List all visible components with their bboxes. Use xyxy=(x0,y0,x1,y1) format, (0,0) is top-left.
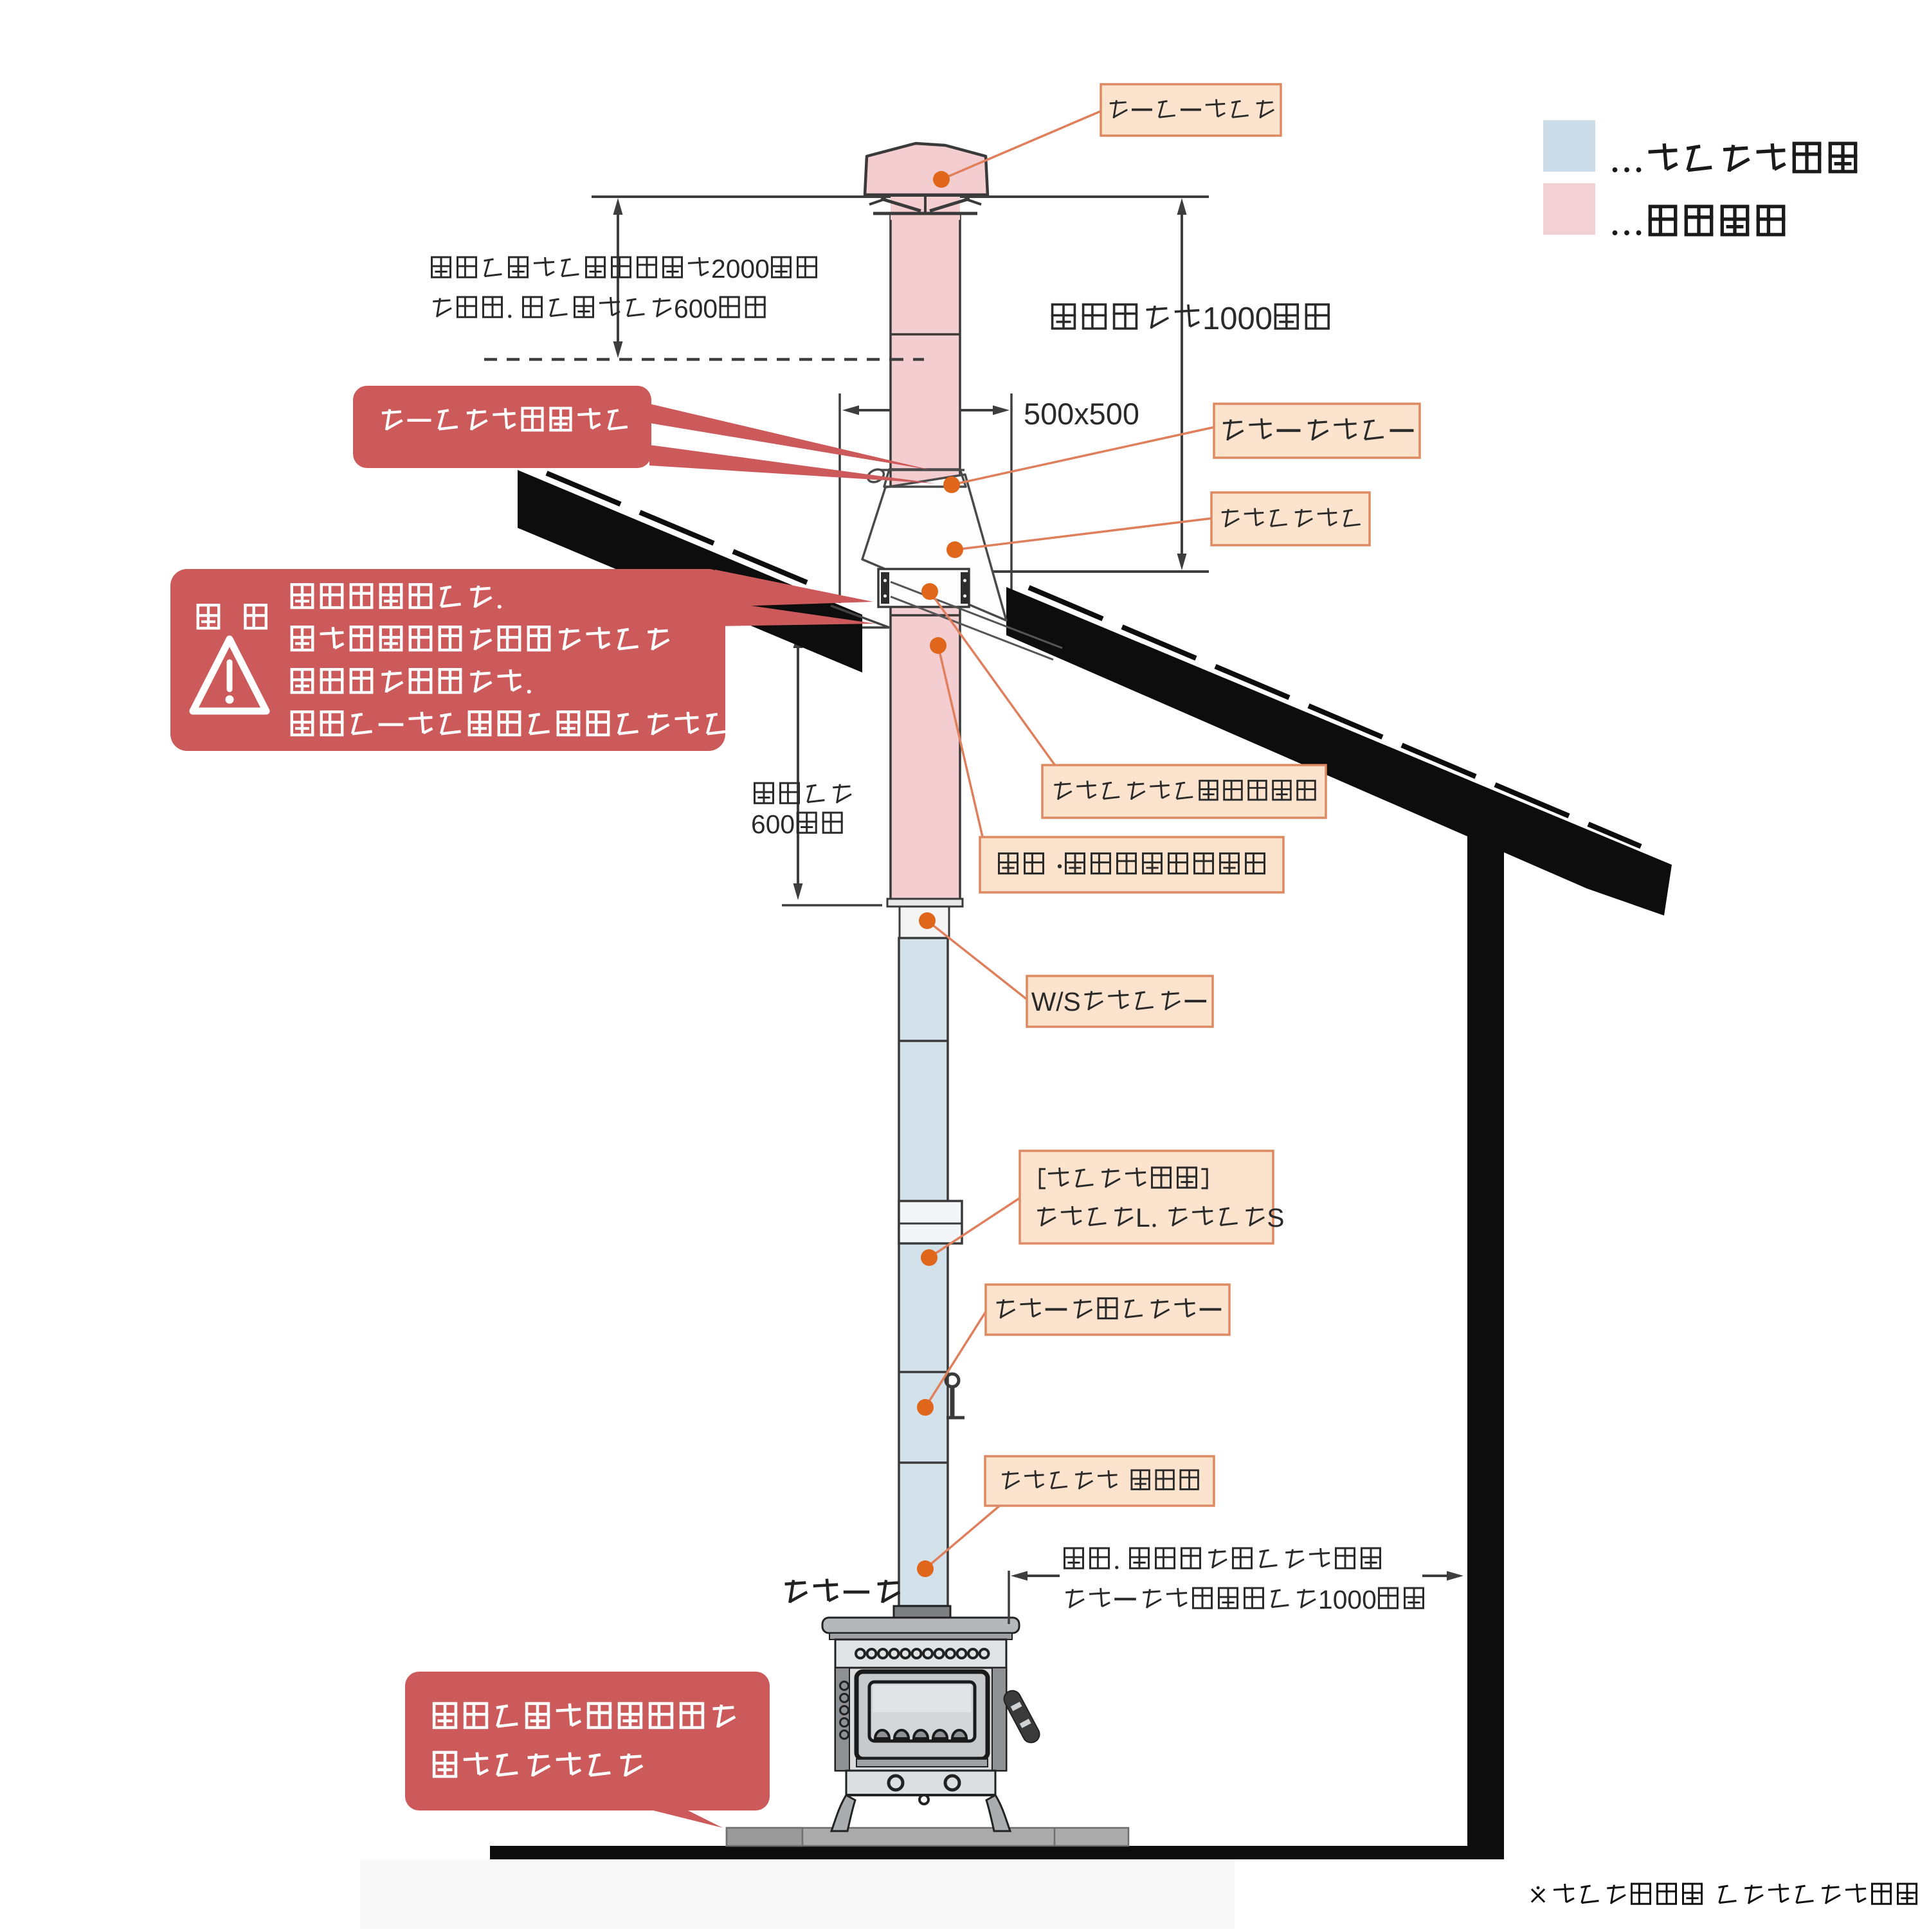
svg-text:2000: 2000 xyxy=(711,254,770,284)
svg-text:1000: 1000 xyxy=(1318,1585,1377,1614)
svg-text:1000: 1000 xyxy=(1202,302,1272,336)
svg-text:W/S: W/S xyxy=(1031,987,1081,1016)
svg-text:600: 600 xyxy=(751,809,795,839)
svg-text:500x500: 500x500 xyxy=(1024,397,1139,431)
svg-text:600: 600 xyxy=(674,294,718,323)
svg-text:L: L xyxy=(1136,1203,1150,1232)
svg-text:S: S xyxy=(1267,1203,1284,1232)
